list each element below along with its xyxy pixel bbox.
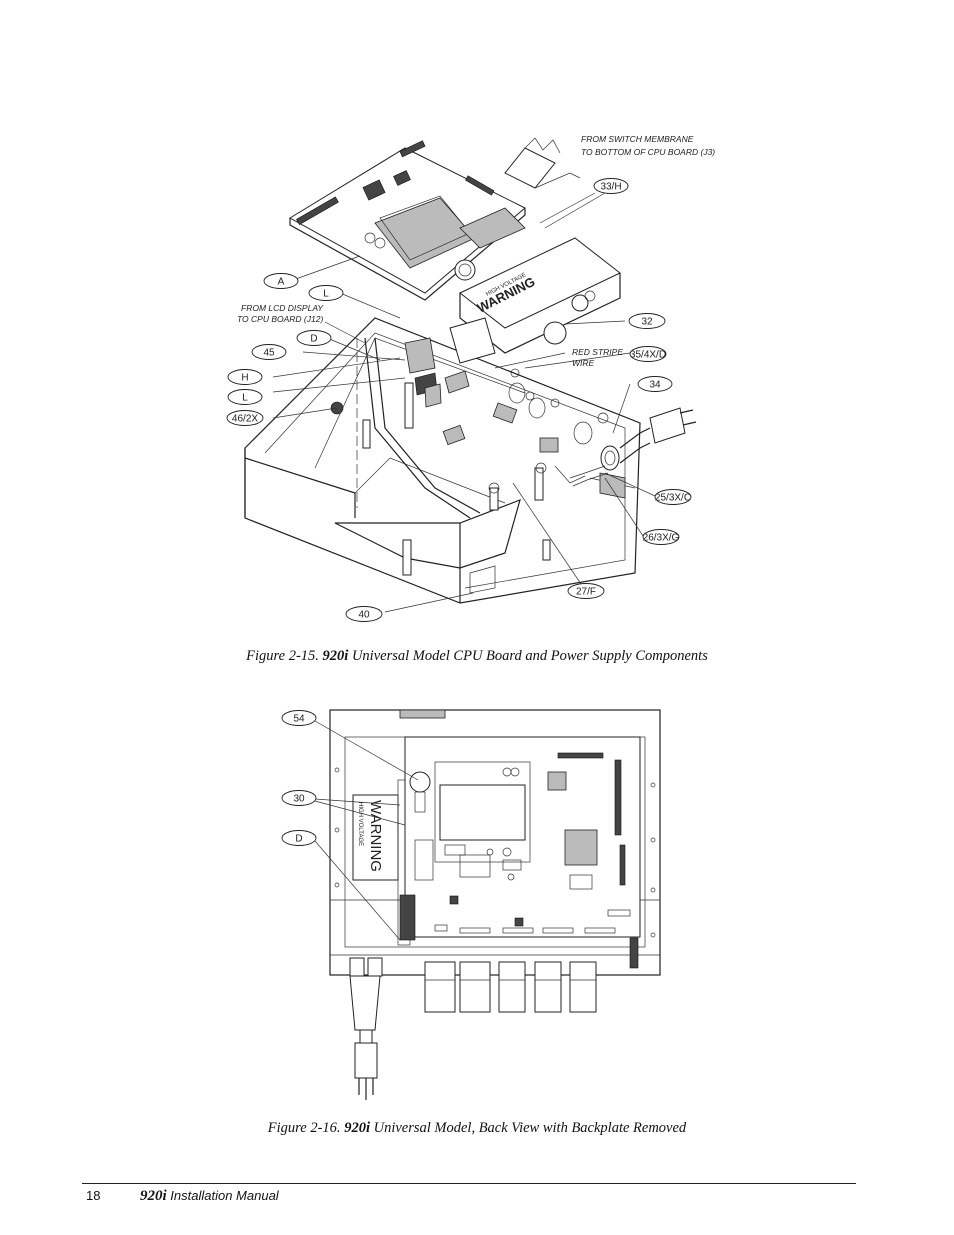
note-lcd-display-2: TO CPU BOARD (J12) [237,314,323,324]
svg-text:30: 30 [293,794,305,805]
power-cord-back [349,975,381,1100]
terminal-blocks [404,317,559,453]
back-view-drawing: WARNING HIGH VOLTAGE [281,709,661,1100]
caption-text: Universal Model CPU Board and Power Supp… [351,648,708,664]
callout-54: 54 [281,710,317,726]
svg-text:27/F: 27/F [576,587,596,598]
svg-text:33/H: 33/H [600,182,621,193]
callout-34: 34 [637,376,673,392]
callout-l-top: L [308,285,344,301]
caption-model: 920i [344,1120,370,1136]
cpu-board-back [399,736,641,969]
caption-prefix: Figure 2-16. [267,1120,341,1136]
callout-46: 46/2X [226,410,264,426]
note-red-stripe-2: WIRE [572,358,595,368]
svg-text:46/2X: 46/2X [232,414,258,425]
svg-text:25/3X/C: 25/3X/C [655,493,691,504]
callout-33: 33/H [593,178,629,194]
cpu-board [289,140,526,301]
power-cord [554,407,697,487]
cord-grips [349,957,597,1013]
switch-membrane-ribbon [504,137,581,189]
caption-model: 920i [322,648,349,664]
note-switch-membrane-1: FROM SWITCH MEMBRANE [581,134,694,144]
page-number: 18 [86,1188,101,1203]
cpu-board-power-supply-drawing: WARNING HIGH VOLTAGE [226,134,715,622]
leader-lines-back [314,720,419,941]
callout-32: 32 [628,313,666,329]
svg-text:54: 54 [293,714,305,725]
standoffs [330,368,560,576]
svg-text:H: H [241,373,248,384]
svg-text:34: 34 [649,380,661,391]
callout-d-back: D [281,830,317,846]
note-red-stripe-1: RED STRIPE [572,347,623,357]
callout-l-bottom: L [227,389,263,405]
svg-text:40: 40 [358,610,370,621]
svg-text:45: 45 [263,348,275,359]
high-voltage-label-fig2: HIGH VOLTAGE [357,802,363,846]
warning-label-fig2: WARNING [367,800,384,872]
figure-2-15-caption: Figure 2-15. 920i Universal Model CPU Bo… [0,648,954,665]
svg-text:D: D [310,334,317,345]
callout-h: H [227,369,263,385]
footer-rule [82,1183,856,1184]
note-lcd-display-1: FROM LCD DISPLAY [241,303,324,313]
svg-text:32: 32 [641,317,653,328]
caption-text: Universal Model, Back View with Backplat… [373,1120,687,1136]
callout-40: 40 [345,606,383,622]
figure-2-16-back-view: WARNING HIGH VOLTAGE [275,700,665,1120]
callout-30: 30 [281,790,317,806]
svg-text:35/4X/D: 35/4X/D [630,350,666,361]
callout-d: D [296,330,332,346]
callout-a: A [263,273,299,289]
svg-text:D: D [295,834,302,845]
callout-27: 27/F [567,583,605,599]
callout-35: 35/4X/D [629,346,667,362]
manual-model: 920i [140,1188,167,1204]
figure-2-16-caption: Figure 2-16. 920i Universal Model, Back … [0,1120,954,1137]
enclosure [244,317,641,604]
svg-text:A: A [278,277,285,288]
callout-26: 26/3X/G [642,529,680,545]
svg-text:L: L [242,393,248,404]
svg-text:L: L [323,289,329,300]
manual-title-text: Installation Manual [170,1188,279,1203]
svg-text:26/3X/G: 26/3X/G [643,533,680,544]
caption-prefix: Figure 2-15. [246,648,319,664]
callout-45: 45 [251,344,287,360]
cable-rail [356,337,481,519]
note-switch-membrane-2: TO BOTTOM OF CPU BOARD (J3) [581,147,715,157]
callout-25: 25/3X/C [654,489,692,505]
manual-title: 920i Installation Manual [140,1188,279,1205]
leader-lines [272,192,656,613]
knockout-holes [508,382,609,445]
figure-2-15-exploded-view: WARNING HIGH VOLTAGE [225,128,725,633]
